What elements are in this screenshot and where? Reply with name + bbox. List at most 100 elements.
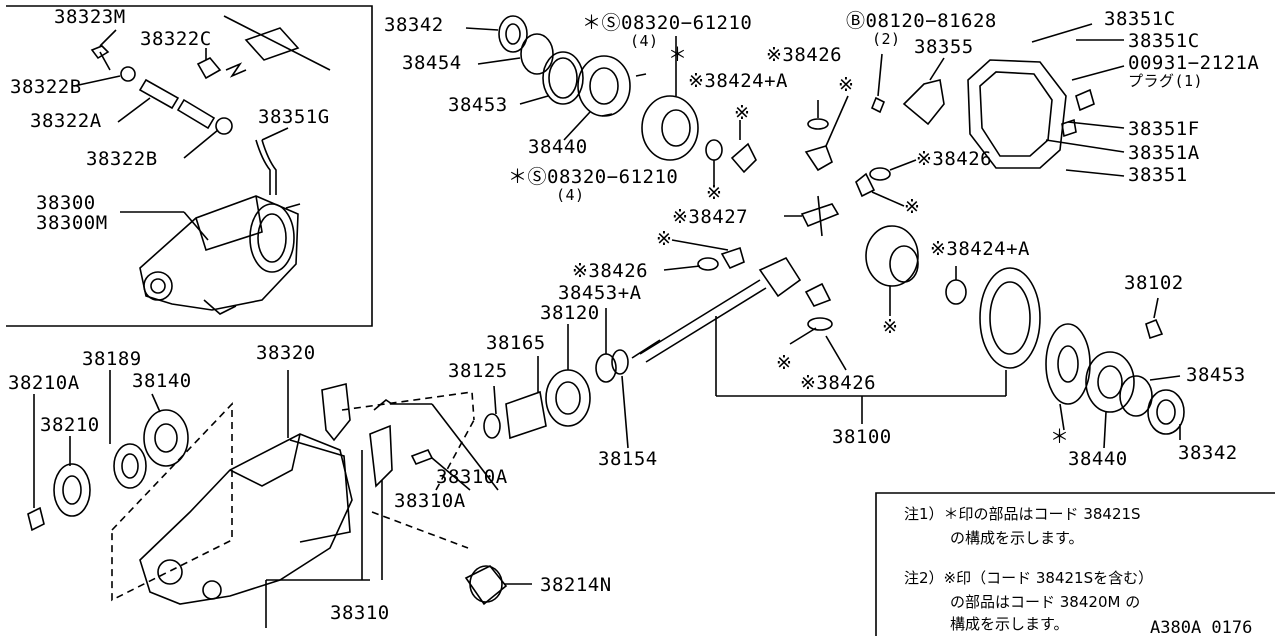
- part-label-38351C: 38351C: [1104, 8, 1176, 30]
- part-label-38210: 38210: [40, 414, 100, 436]
- part-label-38426-lower: ※38426: [800, 372, 877, 394]
- pinion-stack: [483, 308, 629, 449]
- part-label-38322B-lower: 38322B: [86, 148, 158, 170]
- bolt-38102: [1145, 297, 1164, 340]
- rear-cover-38351: [967, 23, 1125, 177]
- part-label-38322A: 38322A: [30, 110, 102, 132]
- part-label-plug: 00931−2121A: [1128, 52, 1260, 74]
- inset-diff-housing: [139, 195, 301, 315]
- part-label-38140: 38140: [132, 370, 192, 392]
- ring-gear-38100: [979, 267, 1041, 369]
- part-label-38300M: 38300M: [36, 212, 108, 234]
- carrier-housing-38320: [139, 370, 353, 605]
- kome-mark: ※: [656, 228, 673, 250]
- part-label-38100: 38100: [832, 426, 892, 448]
- bolt-label-top: ＊Ⓢ08320−61210: [582, 12, 753, 34]
- bearing-38440-top: [563, 55, 631, 141]
- note-1-line-1: 注1）＊印の部品はコード 38421S: [904, 505, 1141, 523]
- side-flange-assembly: [601, 36, 699, 161]
- pinion-gear-upper: [705, 120, 757, 186]
- bolt-qty-cover: (2): [872, 30, 901, 48]
- assembly-dashes: [111, 391, 475, 602]
- part-label-38351F: 38351F: [1128, 118, 1200, 140]
- part-label-38426-upper: ※38426: [766, 44, 843, 66]
- bolt-qty-top: (4): [630, 32, 659, 50]
- part-label-38426-right: ※38426: [916, 148, 993, 170]
- part-label-38427: ※38427: [672, 206, 749, 228]
- part-label-38424A-right: ※38424+A: [930, 238, 1030, 260]
- part-label-38120: 38120: [540, 302, 600, 324]
- washer-center-38426: [789, 282, 847, 371]
- pinion-mate-38427: [784, 195, 840, 237]
- part-label-38453-right: 38453: [1186, 364, 1246, 386]
- kome-mark: ※: [904, 196, 921, 218]
- axle-retainer-38214N: [464, 564, 532, 606]
- part-label-38440-right: 38440: [1068, 448, 1128, 470]
- bearing-38342-top: [465, 15, 528, 53]
- drawing-code: A380A 0176: [1150, 618, 1253, 638]
- bolt-qty-lower: (4): [556, 186, 585, 204]
- inset-frame: [6, 5, 373, 327]
- oil-seal-38189: [109, 370, 147, 489]
- bolt-label-lower: ＊Ⓢ08320−61210: [508, 166, 679, 188]
- shim-38453-right: [1119, 375, 1181, 417]
- part-label-38310: 38310: [330, 602, 390, 624]
- part-label-38351G: 38351G: [258, 106, 330, 128]
- part-label-38424A-upper: ※38424+A: [688, 70, 788, 92]
- part-label-38453-top: 38453: [448, 94, 508, 116]
- inset-breather-assembly: [90, 15, 331, 195]
- part-label-38351C-second: 38351C: [1128, 30, 1200, 52]
- notes-frame: [875, 492, 1275, 636]
- bearing-38342-right: [1147, 389, 1185, 440]
- part-label-38351A: 38351A: [1128, 142, 1200, 164]
- part-label-38426-left: ※38426: [572, 260, 649, 282]
- pinion-gear-left: [663, 239, 745, 271]
- part-label-38342-top: 38342: [384, 14, 444, 36]
- note-2-line-1: 注2）※印（コード 38421Sを含む）: [904, 569, 1154, 587]
- part-label-38154: 38154: [598, 448, 658, 470]
- bracket-38355: [870, 53, 945, 126]
- part-label-38320: 38320: [256, 342, 316, 364]
- note-2-line-2: の部品はコード 38420M の: [950, 593, 1141, 611]
- bearing-38440-right: [1085, 351, 1135, 449]
- part-label-38322C: 38322C: [140, 28, 212, 50]
- part-label-38210A: 38210A: [8, 372, 80, 394]
- part-label-38102: 38102: [1124, 272, 1184, 294]
- part-label-38355: 38355: [914, 36, 974, 58]
- part-label-38453A: 38453+A: [558, 282, 642, 304]
- seal-38454: [477, 33, 554, 75]
- part-label-38454: 38454: [402, 52, 462, 74]
- part-label-38322B: 38322B: [10, 76, 82, 98]
- bolt-label-cover: Ⓑ08120−81628: [846, 10, 997, 32]
- diff-case: [1045, 323, 1091, 431]
- kome-mark: ※: [706, 182, 723, 204]
- drive-pinion-shaft: [631, 256, 1007, 424]
- note-1-line-2: の構成を示します。: [950, 529, 1084, 547]
- shim-38453-top: [519, 51, 584, 105]
- washer-38426-right: [855, 159, 917, 207]
- side-gear-center: [804, 95, 849, 172]
- part-label-38323M: 38323M: [54, 6, 126, 28]
- star-mark-right: ＊: [1050, 426, 1070, 448]
- companion-flange-38210: [27, 394, 91, 532]
- part-label-38189: 38189: [82, 348, 142, 370]
- kome-mark: ※: [734, 102, 751, 124]
- bearing-38424A-right: [865, 225, 967, 316]
- part-label-38214N: 38214N: [540, 574, 612, 596]
- part-label-38342-right: 38342: [1178, 442, 1238, 464]
- kome-mark: ※: [838, 74, 855, 96]
- note-2-line-3: 構成を示します。: [950, 615, 1069, 633]
- bearing-38140: [143, 393, 189, 467]
- part-label-38165: 38165: [486, 332, 546, 354]
- part-label-38310A: 38310A: [436, 466, 508, 488]
- kome-mark: ※: [882, 316, 899, 338]
- kome-mark: ※: [776, 352, 793, 374]
- part-label-38125: 38125: [448, 360, 508, 382]
- star-mark: ＊: [668, 44, 688, 66]
- part-label-38351: 38351: [1128, 164, 1188, 186]
- plug-description: プラグ(1): [1128, 72, 1204, 90]
- part-label-38440-top: 38440: [528, 136, 588, 158]
- part-label-38300: 38300: [36, 192, 96, 214]
